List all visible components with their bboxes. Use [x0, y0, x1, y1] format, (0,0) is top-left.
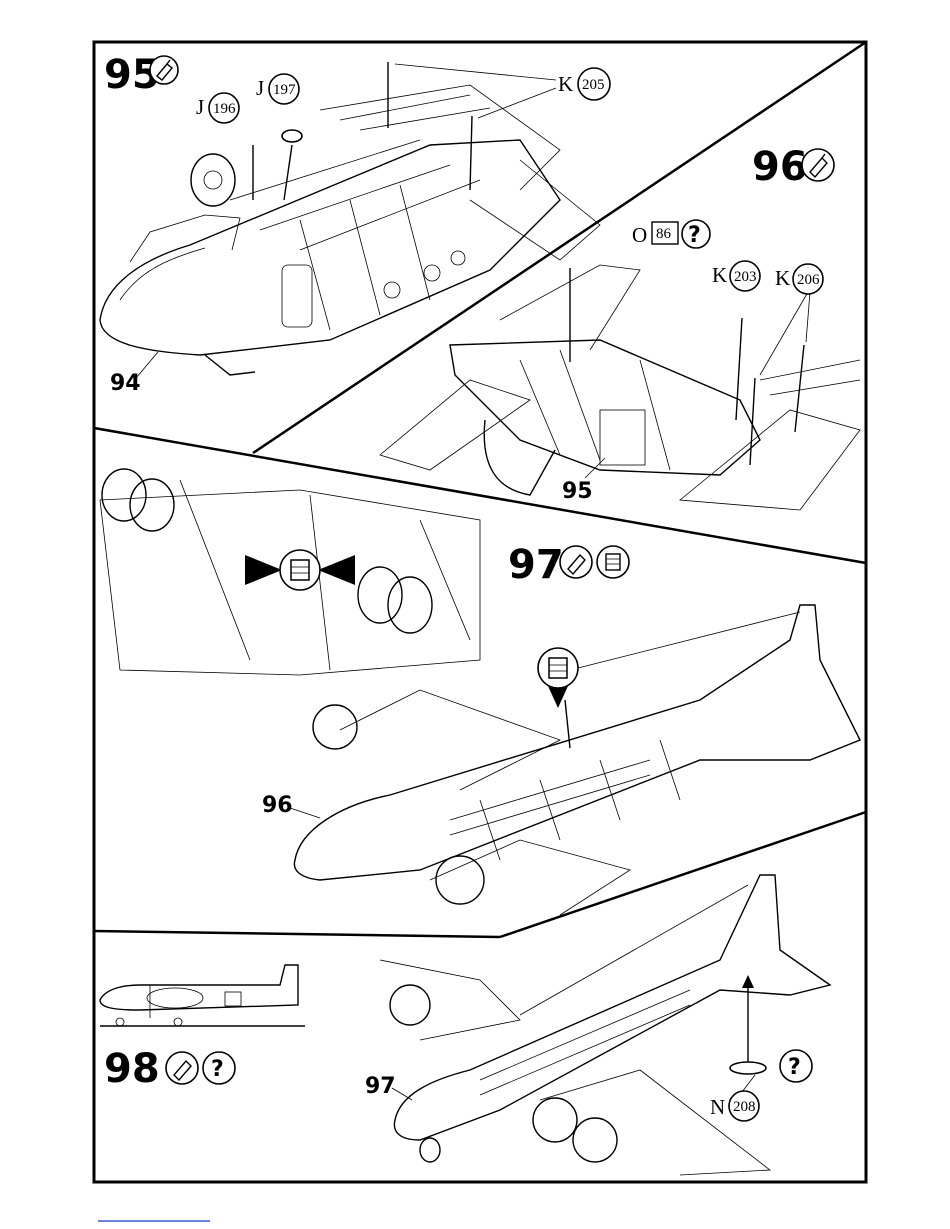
assembly-95-label: 95	[562, 479, 593, 504]
part-k206-letter: K	[775, 266, 790, 290]
divider-97-98	[94, 931, 500, 937]
part-n208-question: ?	[788, 1055, 801, 1080]
part-n208-number: 208	[733, 1099, 756, 1115]
thread-spool-icon	[245, 550, 355, 590]
fuselage-nose-drawing	[100, 140, 560, 375]
assembly-94-label: 94	[110, 371, 141, 396]
glue-tube-icon	[166, 1052, 198, 1084]
aircraft-drawing-98	[380, 875, 830, 1175]
wing-section-drawing	[320, 85, 600, 260]
assembly-96-label: 96	[262, 793, 293, 818]
part-k203-letter: K	[712, 263, 727, 287]
thread-spool-icon	[538, 648, 578, 708]
divider-97-98-b	[500, 812, 866, 937]
aircraft-drawing-97	[294, 605, 860, 915]
part-k205-number: 205	[582, 77, 605, 93]
aircraft-side-view-drawing	[100, 965, 305, 1026]
part-o86-number: 86	[656, 226, 672, 242]
part-k206-number: 206	[797, 272, 820, 288]
step-97-number: 97	[508, 542, 564, 588]
step-96-number: 96	[752, 144, 808, 190]
glue-tube-icon	[150, 56, 178, 84]
part-o86-question: ?	[688, 223, 701, 248]
glue-tube-icon	[802, 149, 834, 181]
part-j197-letter: J	[256, 76, 264, 100]
glue-tube-icon	[560, 546, 592, 578]
part-n208-letter: N	[710, 1095, 725, 1119]
part-j197-number: 197	[273, 82, 296, 98]
step-98-number: 98	[104, 1046, 160, 1092]
divider-95-96	[253, 42, 866, 453]
part-j196-number: 196	[213, 101, 236, 117]
part-k205-letter: K	[558, 72, 573, 96]
part-o86-letter: O	[632, 223, 647, 247]
part-k203-number: 203	[734, 269, 757, 285]
aircraft-rear-drawing	[380, 265, 860, 510]
assembly-97-label: 97	[365, 1074, 396, 1099]
part-j196-letter: J	[196, 95, 204, 119]
step-98-question: ?	[211, 1057, 224, 1082]
thread-spool-icon	[597, 546, 629, 578]
